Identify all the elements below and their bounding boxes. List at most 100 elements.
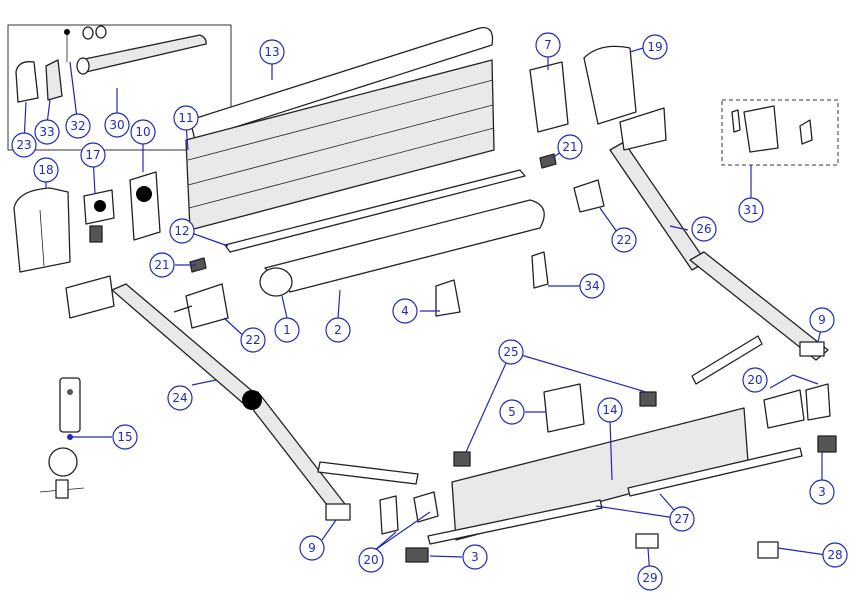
callout-label: 22 [245,333,260,347]
drum-22-right [573,179,605,213]
callout-label: 5 [508,405,516,419]
rail-27-right [627,447,803,497]
callout-26: 26 [691,216,717,242]
arm-26-foot [799,341,825,357]
callout-30: 30 [104,112,130,138]
hook-34 [531,251,549,289]
leader-dot-15 [67,434,73,440]
bracket-33 [45,59,63,101]
callout-9-right: 9 [809,307,835,333]
callout-22-left: 22 [240,327,266,353]
callout-1: 1 [274,317,300,343]
callout-label: 7 [544,38,552,52]
callout-21-left: 21 [149,252,175,278]
callout-5: 5 [499,399,525,425]
callout-28: 28 [822,542,848,568]
callout-13: 13 [259,39,285,65]
callout-22-right: 22 [611,227,637,253]
bracket-5 [543,383,585,433]
tube-1 [259,267,293,297]
spring-ring-b [95,25,107,39]
callout-label: 20 [747,373,762,387]
callout-label: 22 [616,233,631,247]
callout-label: 33 [39,125,54,139]
callout-20-bottom: 20 [358,547,384,573]
callout-label: 18 [38,163,53,177]
part-10 [129,171,161,241]
clip-21-right [539,153,557,169]
part-10-gear [136,186,152,202]
tube-end [76,57,90,75]
callout-label: 11 [178,111,193,125]
callout-label: 9 [308,541,316,555]
callout-label: 21 [562,140,577,154]
callout-label: 20 [363,553,378,567]
inset-31-part-a [731,109,741,133]
remote-15 [59,377,81,433]
strip-12 [224,169,526,253]
callout-label: 10 [135,125,150,139]
inset-31-part-c [799,119,813,145]
cover-18 [13,187,71,273]
part-28 [757,541,779,559]
part-29 [635,533,659,549]
callout-9-left: 9 [299,535,325,561]
bracket-4 [435,279,461,317]
callout-label: 1 [283,323,291,337]
drum-22-left [185,283,229,329]
callout-3-right: 3 [809,479,835,505]
fabric-2 [264,199,545,293]
callout-label: 13 [264,45,279,59]
callout-31: 31 [738,197,764,223]
callout-24: 24 [167,385,193,411]
receiver-15-plug [55,479,69,499]
callout-23: 23 [11,132,37,158]
arm-26-mount [619,107,667,151]
callout-11: 11 [173,105,199,131]
callout-33: 33 [34,119,60,145]
drum-axle [173,305,193,313]
callout-7: 7 [535,32,561,58]
callout-label: 23 [16,138,31,152]
clip-25-left [453,451,471,467]
callout-14: 14 [597,397,623,423]
inset-31 [721,99,839,166]
rail-11-line-b [187,104,494,186]
inset-31-part-b [743,105,779,153]
callout-21-right: 21 [557,134,583,160]
callout-4: 4 [392,298,418,324]
callout-15: 15 [112,424,138,450]
part-20-right-a [763,389,805,429]
inset-frame [7,24,232,151]
callout-label: 19 [647,40,662,54]
callout-19: 19 [642,34,668,60]
arm-24-lower [243,391,349,515]
callout-label: 26 [696,222,711,236]
end-cap-3-right [817,435,837,453]
callout-label: 31 [743,203,758,217]
remote-15-btn [67,389,73,395]
callout-label: 4 [401,304,409,318]
profile-13 [189,26,494,141]
clip-25-right [639,391,657,407]
arm-24-strut [317,461,419,485]
callout-label: 14 [602,403,617,417]
cover-19 [583,45,637,125]
clip-21-left [189,257,207,273]
callout-label: 25 [503,345,518,359]
callout-label: 32 [70,119,85,133]
wire-head [64,29,70,35]
arm-24-joint [242,390,262,410]
rail-27-left [427,499,603,545]
part-20-left-b [413,491,439,523]
arm-24-foot [325,503,351,521]
callout-label: 9 [818,313,826,327]
callout-label: 2 [334,323,342,337]
part-20-left-a [379,495,399,535]
callout-20-right: 20 [742,367,768,393]
callout-3-bottom: 3 [462,544,488,570]
callout-10: 10 [130,119,156,145]
callout-label: 24 [172,391,187,405]
roller-tube [79,34,207,73]
